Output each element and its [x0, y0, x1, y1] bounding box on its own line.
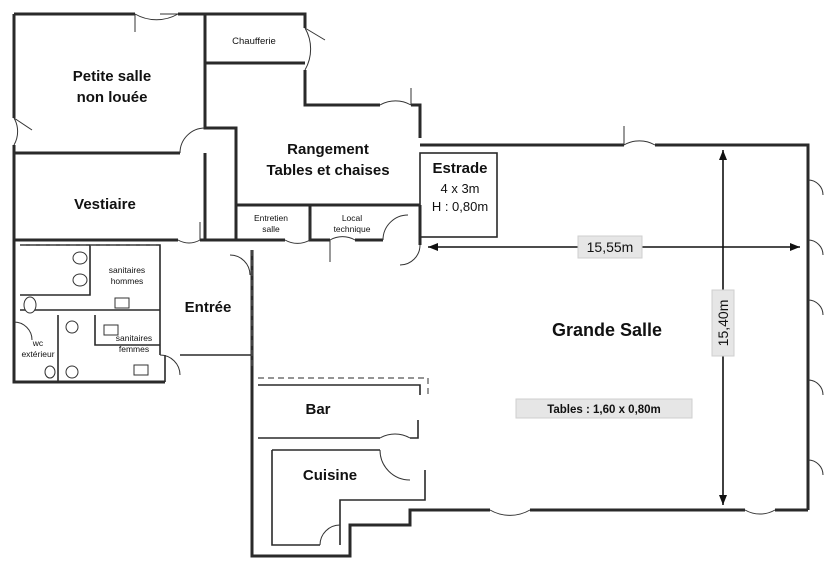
dimension-width: 15,55m [428, 235, 800, 259]
cuisine-label: Cuisine [303, 467, 357, 484]
entretien-label-1: Entretien [254, 213, 288, 223]
dimension-height: 15,40m [711, 150, 735, 505]
sanitaires-femmes-label-2: femmes [119, 344, 149, 354]
height-label: 15,40m [715, 300, 731, 347]
local-technique-label-2: technique [334, 224, 371, 234]
walls [12, 12, 810, 558]
estrade-label-2: 4 x 3m [440, 181, 479, 196]
petite-salle-label-2: non louée [77, 89, 148, 106]
tables-note: Tables : 1,60 x 0,80m [515, 398, 693, 419]
width-label-box [577, 235, 643, 259]
sanitaires-hommes-label-2: hommes [111, 276, 144, 286]
sanitaires-hommes-label-1: sanitaires [109, 265, 145, 275]
estrade-label-1: Estrade [432, 160, 487, 177]
entree-label: Entrée [185, 299, 232, 316]
tables-note-box [515, 398, 693, 419]
petite-salle-label-1: Petite salle [73, 68, 151, 85]
tables-note-label: Tables : 1,60 x 0,80m [547, 404, 661, 416]
local-technique-label-1: Local [342, 213, 362, 223]
room-labels: Petite salle non louée Chaufferie Rangem… [21, 36, 662, 484]
sanitaires-femmes-label-1: sanitaires [116, 333, 152, 343]
height-label-box [711, 289, 735, 357]
estrade-label-3: H : 0,80m [432, 199, 488, 214]
rangement-label-1: Rangement [287, 141, 369, 158]
entretien-label-2: salle [262, 224, 280, 234]
partitions [20, 244, 429, 395]
grande-salle-label: Grande Salle [552, 320, 662, 340]
width-label: 15,55m [587, 239, 634, 255]
vestiaire-label: Vestiaire [74, 196, 136, 213]
fixtures [23, 251, 149, 379]
doors [13, 13, 824, 546]
bar-label: Bar [305, 401, 330, 418]
chaufferie-label: Chaufferie [232, 36, 276, 47]
wc-exterieur-label-1: wc [32, 338, 44, 348]
wc-exterieur-label-2: extérieur [21, 349, 54, 359]
rangement-label-2: Tables et chaises [266, 162, 389, 179]
